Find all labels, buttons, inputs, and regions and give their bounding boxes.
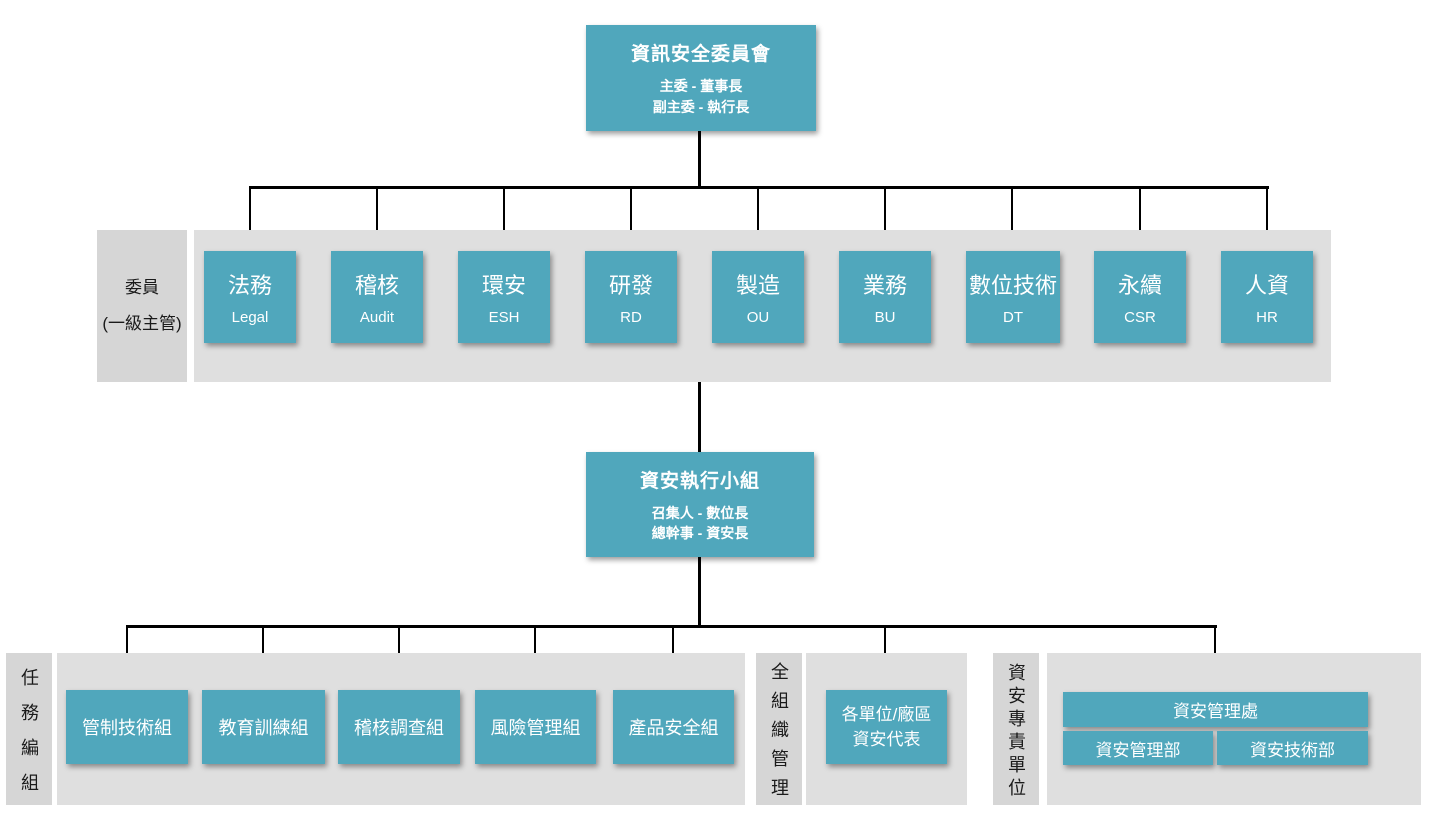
members-zone-label-line2: (一級主管): [102, 314, 182, 333]
member-name-zh: 環安: [481, 273, 526, 298]
member-name-en: HR: [1256, 309, 1278, 326]
member-box-legal: 法務 Legal: [204, 251, 296, 343]
member-name-en: Legal: [231, 309, 269, 326]
connector-drop-member-9: [1266, 188, 1268, 251]
member-name-en: CSR: [1124, 309, 1156, 326]
task-box-label: 產品安全組: [628, 718, 719, 738]
orgwide-zone-label-text: 全組織管理: [769, 662, 789, 807]
task-box-label: 教育訓練組: [218, 718, 309, 738]
exec-team-title: 資安執行小組: [639, 470, 760, 492]
member-name-zh: 永續: [1117, 273, 1162, 298]
member-box-rd: 研發 RD: [585, 251, 677, 343]
member-box-dt: 數位技術 DT: [966, 251, 1060, 343]
exec-team-convener-line: 召集人 - 數位長: [651, 504, 749, 521]
member-name-zh: 業務: [862, 273, 907, 298]
member-box-hr: 人資 HR: [1221, 251, 1313, 343]
members-zone-label-line1: 委員: [124, 278, 159, 298]
exec-team-secretary-line: 總幹事 - 資安長: [651, 525, 749, 541]
member-box-audit: 稽核 Audit: [331, 251, 423, 343]
member-name-en: OU: [746, 309, 770, 326]
member-name-zh: 數位技術: [968, 273, 1057, 298]
member-name-zh: 人資: [1244, 273, 1289, 298]
member-name-en: BU: [874, 309, 896, 326]
orgwide-zone-label: 全組織管理: [756, 653, 802, 807]
security-exec-team-box: 資安執行小組 召集人 - 數位長 總幹事 - 資安長: [586, 452, 814, 557]
connector-drop-member-6: [884, 188, 886, 251]
task-box-risk-management: 風險管理組: [475, 690, 596, 764]
committee-title: 資訊安全委員會: [630, 44, 771, 66]
committee-vice-chair-line: 副主委 - 執行長: [652, 98, 750, 115]
members-zone-label: 委員 (一級主管): [97, 230, 187, 382]
connector-drop-member-7: [1011, 188, 1013, 251]
task-box-label: 稽核調查組: [354, 718, 444, 738]
dedicated-zone-label: 資安專責單位: [993, 653, 1039, 805]
member-box-csr: 永續 CSR: [1094, 251, 1186, 343]
connector-drop-member-5: [757, 188, 759, 251]
info-security-committee-box: 資訊安全委員會 主委 - 董事長 副主委 - 執行長: [586, 25, 816, 131]
task-zone-label-text: 任務編組: [19, 667, 39, 808]
connector-drop-member-4: [630, 188, 632, 251]
member-box-esh: 環安 ESH: [458, 251, 550, 343]
division-label: 資安管理處: [1173, 702, 1258, 721]
security-management-division-box: 資安管理處: [1063, 692, 1368, 727]
dept-label: 資安技術部: [1250, 740, 1335, 760]
task-box-control-tech: 管制技術組: [66, 690, 188, 764]
connector-trunk-mid-upper: [698, 382, 701, 453]
member-name-en: Audit: [359, 309, 395, 326]
member-name-en: RD: [620, 309, 642, 326]
connector-trunk-top: [698, 131, 701, 188]
dedicated-zone-label-text: 資安專責單位: [1006, 662, 1026, 801]
task-zone-label: 任務編組: [6, 653, 52, 808]
member-name-zh: 法務: [227, 273, 272, 298]
task-box-education-training: 教育訓練組: [202, 690, 325, 764]
member-name-en: ESH: [488, 309, 520, 326]
committee-chair-line: 主委 - 董事長: [659, 78, 743, 95]
member-box-bu: 業務 BU: [839, 251, 931, 343]
dept-label: 資安管理部: [1095, 740, 1181, 760]
connector-hline-top: [249, 186, 1269, 189]
unit-site-rep-line2: 資安代表: [852, 730, 921, 749]
connector-drop-member-3: [503, 188, 505, 251]
member-name-zh: 稽核: [354, 273, 399, 298]
connector-drop-member-1: [249, 188, 251, 251]
connector-drop-member-2: [376, 188, 378, 251]
unit-site-rep-line1: 各單位/廠區: [841, 704, 932, 724]
member-name-zh: 製造: [735, 273, 780, 298]
connector-hline-bottom: [126, 625, 1217, 628]
unit-site-rep-box: 各單位/廠區 資安代表: [826, 690, 947, 764]
member-box-ou: 製造 OU: [712, 251, 804, 343]
task-box-audit-investigation: 稽核調查組: [338, 690, 460, 764]
dedicated-zone-band: [1047, 653, 1421, 805]
security-management-dept-box: 資安管理部: [1063, 731, 1213, 765]
task-box-product-security: 產品安全組: [613, 690, 734, 764]
member-name-zh: 研發: [608, 273, 653, 298]
connector-trunk-mid-lower: [698, 556, 701, 626]
connector-drop-member-8: [1139, 188, 1141, 251]
task-box-label: 風險管理組: [490, 718, 581, 738]
security-technology-dept-box: 資安技術部: [1217, 731, 1368, 765]
task-box-label: 管制技術組: [82, 718, 172, 738]
member-name-en: DT: [1003, 309, 1023, 326]
